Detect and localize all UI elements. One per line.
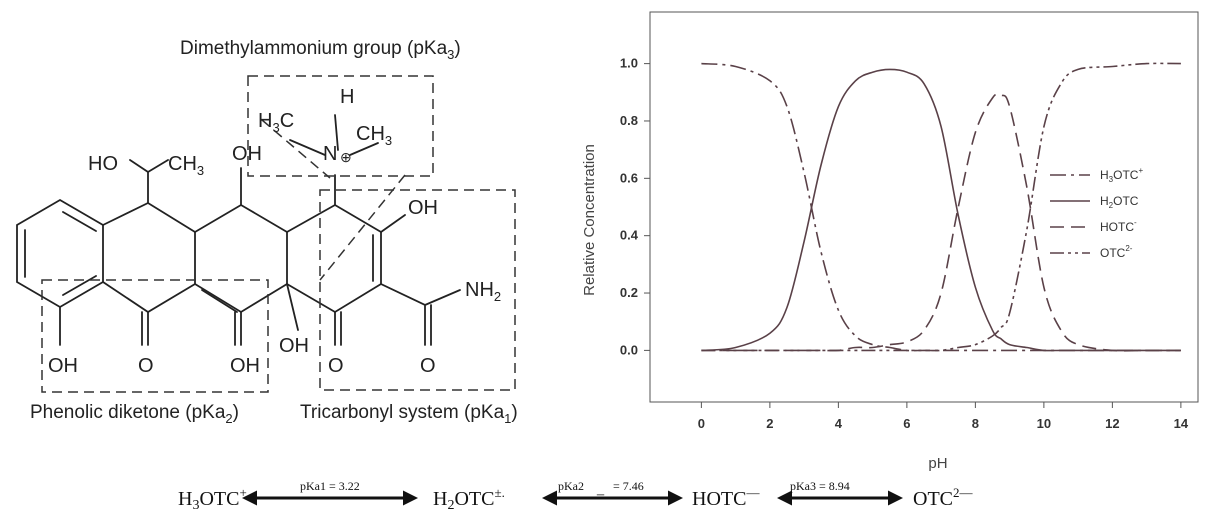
pka2-label: pKa2== 7.46 <box>558 479 644 506</box>
tricarbonyl-label: Tricarbonyl system (pKa1) <box>300 402 518 426</box>
atom-oh-c10: OH <box>48 355 78 377</box>
chart-legend: H3OTC+ H2OTC HOTC- OTC2- <box>1050 166 1143 260</box>
phenolic-diketone-label: Phenolic diketone (pKa2) <box>30 402 239 426</box>
y-tick-label: 0.4 <box>620 228 639 243</box>
x-tick-label: 4 <box>835 416 843 431</box>
tricarbonyl-box <box>319 189 516 391</box>
atom-h: H <box>340 86 354 108</box>
phenolic-diketone-box <box>41 279 269 393</box>
atom-oh-c12: OH <box>230 355 260 377</box>
legend-entry: HOTC- <box>1100 218 1137 234</box>
substituent-bonds <box>59 114 461 346</box>
ring-a <box>16 198 104 309</box>
species-h2otc: H2OTC±. <box>433 485 505 513</box>
x-tick-label: 2 <box>766 416 773 431</box>
x-axis-label: pH <box>928 455 947 472</box>
series-line-3 <box>701 62 1181 352</box>
legend-entry: H3OTC+ <box>1100 166 1143 184</box>
legend-entry: H2OTC <box>1100 194 1139 210</box>
x-tick-label: 14 <box>1174 416 1189 431</box>
dimethylammonium-box <box>247 75 434 177</box>
molecule-structure: Dimethylammonium group (pKa3) Phenolic d… <box>16 38 518 426</box>
atom-ch3-c6: CH3 <box>168 153 204 178</box>
y-tick-label: 0.6 <box>620 170 638 185</box>
x-tick-label: 8 <box>972 416 979 431</box>
legend-entry: OTC2- <box>1100 244 1133 260</box>
atom-nh2: NH2 <box>465 279 501 304</box>
y-tick-label: 0.0 <box>620 342 638 357</box>
atom-n: N <box>323 143 337 165</box>
plot-frame <box>649 11 1199 403</box>
atom-ch3-amine: CH3 <box>356 123 392 148</box>
atom-o-amide: O <box>420 355 436 377</box>
ring-d <box>286 203 382 314</box>
dimethylammonium-label: Dimethylammonium group (pKa3) <box>180 38 461 62</box>
species-h3otc: H3OTC+ <box>178 485 247 513</box>
species-otc: OTC2— <box>913 485 974 510</box>
x-tick-label: 12 <box>1105 416 1119 431</box>
y-tick-label: 1.0 <box>620 56 638 71</box>
series-line-2 <box>701 92 1181 352</box>
species-hotc: HOTC— <box>692 485 760 510</box>
x-tick-label: 10 <box>1037 416 1051 431</box>
atom-oh-c12a: OH <box>279 335 309 357</box>
positive-charge-icon: ⊕ <box>340 149 352 165</box>
x-tick-label: 0 <box>698 416 705 431</box>
axis-ticks: 0 2 4 6 8 10 12 14 0.0 0.2 0.4 0.6 0.8 1.0 <box>620 56 1189 431</box>
atom-o-c1: O <box>328 355 344 377</box>
y-tick-label: 0.8 <box>620 113 638 128</box>
ring-c <box>194 203 288 314</box>
atom-ho-c6: HO <box>88 153 118 175</box>
y-axis-label: Relative Concentration <box>581 144 598 296</box>
atom-h3c: H3C <box>258 110 294 135</box>
ring-b <box>102 201 196 314</box>
x-tick-label: 6 <box>903 416 910 431</box>
series-line-1 <box>701 68 1181 352</box>
pka3-label: pKa3 = 8.94 <box>790 479 850 493</box>
atom-oh-c3: OH <box>408 197 438 219</box>
atom-o-c11: O <box>138 355 154 377</box>
y-tick-label: 0.2 <box>620 285 638 300</box>
pka1-label: pKa1 = 3.22 <box>300 479 360 493</box>
ring-c-double-bond <box>201 289 238 313</box>
box-connector-right <box>319 174 406 281</box>
chart-series <box>701 62 1181 352</box>
atom-oh-c5: OH <box>232 143 262 165</box>
ring-a-double-bonds <box>24 211 97 296</box>
speciation-chart: 0 2 4 6 8 10 12 14 0.0 0.2 0.4 0.6 0.8 1.0 H3OTC+ H2OT… <box>581 11 1199 472</box>
equilibrium-equation: H3OTC+ pKa1 = 3.22 H2OTC±. pKa2== 7.46 H… <box>178 479 974 513</box>
